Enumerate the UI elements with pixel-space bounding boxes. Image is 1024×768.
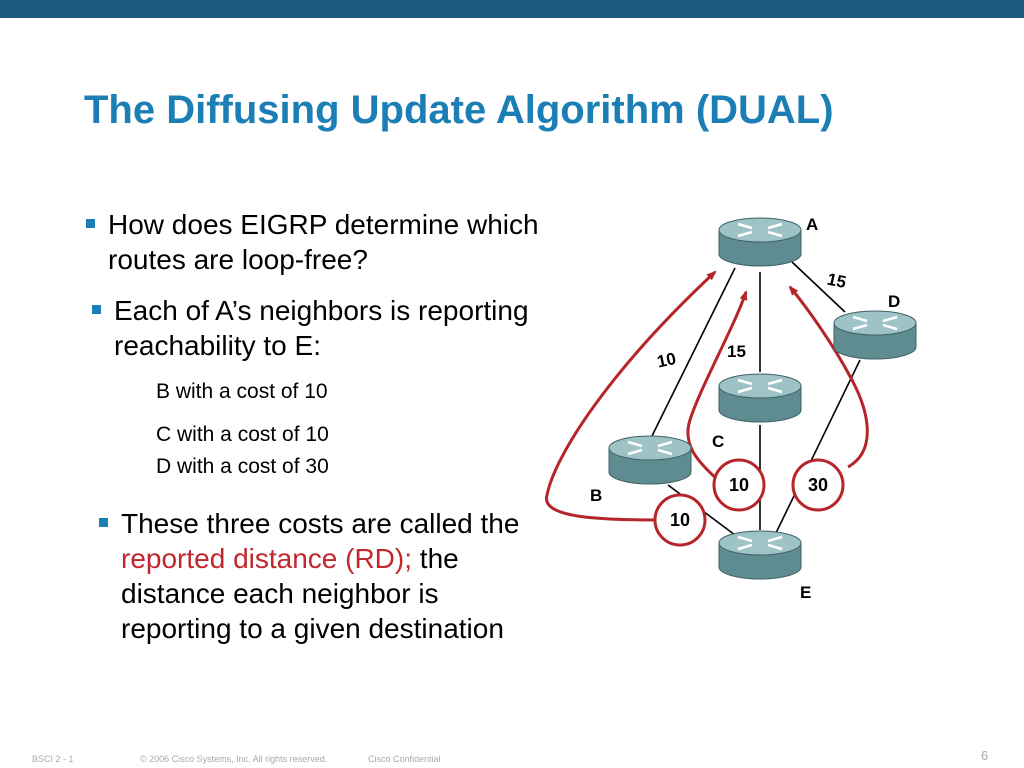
router-d-icon: [833, 310, 917, 360]
rd-label-c: 10: [729, 475, 749, 495]
bullet-question: How does EIGRP determine which routes ar…: [86, 207, 548, 277]
subitem-c: C with a cost of 10: [156, 423, 329, 446]
router-label-e: E: [800, 583, 811, 602]
rd-circles: [653, 458, 845, 547]
bullet-square-icon: [86, 219, 95, 228]
link-d-e: [774, 359, 861, 536]
subitem-b: B with a cost of 10: [156, 380, 328, 403]
routers: [608, 217, 917, 580]
rd-circle-b: [653, 493, 707, 547]
bullet-reported-distance: These three costs are called the reporte…: [99, 506, 521, 646]
footer-course: BSCI 2 - 1: [32, 754, 74, 764]
subitem-d: D with a cost of 30: [156, 455, 329, 478]
slide-title: The Diffusing Update Algorithm (DUAL): [84, 88, 834, 132]
cost-label-a-b: 10: [655, 349, 677, 372]
rd-highlight: reported distance (RD);: [121, 543, 413, 574]
bullet-square-icon: [92, 305, 101, 314]
router-label-c: C: [712, 432, 724, 451]
bullet-square-icon: [99, 518, 108, 527]
rd-labels: 10 10 30: [670, 475, 828, 530]
arrow-d-rd: [788, 285, 869, 469]
rd-label-d: 30: [808, 475, 828, 495]
page-number: 6: [981, 748, 989, 763]
rd-arrows: [545, 270, 869, 522]
link-cost-labels: 10 15 15: [655, 270, 848, 372]
rd-circle-c: [712, 458, 766, 512]
footer-confidential: Cisco Confidential: [368, 754, 441, 764]
link-a-b: [649, 267, 736, 441]
router-label-a: A: [806, 215, 818, 234]
rd-circle-d: [791, 458, 845, 512]
arrow-b-rd: [545, 270, 717, 522]
bullet-neighbors-text: Each of A’s neighbors is reporting reach…: [114, 295, 529, 361]
router-c-icon: [718, 373, 802, 423]
bullet-question-text: How does EIGRP determine which routes ar…: [108, 209, 539, 275]
router-label-d: D: [888, 292, 900, 311]
header-bar: [0, 0, 1024, 18]
rd-text-start: These three costs are called the: [121, 508, 520, 539]
router-a-icon: [718, 217, 802, 267]
footer-copyright: © 2006 Cisco Systems, Inc. All rights re…: [140, 754, 328, 764]
cost-label-a-c: 15: [727, 342, 746, 361]
router-label-b: B: [590, 486, 602, 505]
bullet-neighbors: Each of A’s neighbors is reporting reach…: [92, 293, 534, 363]
router-labels: A B C D E: [590, 215, 900, 602]
rd-label-b: 10: [670, 510, 690, 530]
router-e-icon: [718, 530, 802, 580]
link-a-d: [791, 261, 846, 313]
rd-text-end: the distance each neighbor is reporting …: [121, 543, 504, 644]
cost-label-a-d: 15: [825, 270, 847, 293]
arrow-c-rd: [686, 290, 748, 482]
router-b-icon: [608, 435, 692, 485]
